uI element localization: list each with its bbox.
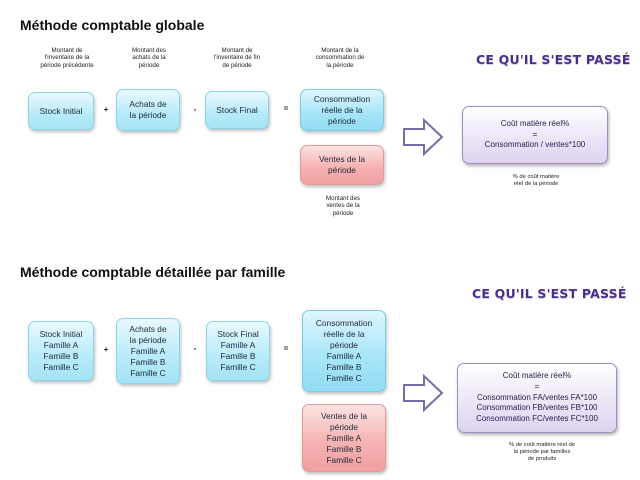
caption-line: l'inventaire de la [44, 54, 90, 62]
result-line: Coût matière réel% [500, 119, 570, 129]
note-line: réel de la période [513, 181, 559, 187]
result-line: = [532, 129, 538, 139]
note-line: % de coût matière [512, 174, 560, 180]
equals-operator: = [283, 104, 289, 113]
box-line: Famille B [130, 356, 166, 367]
caption-line: l'inventaire de fin [213, 54, 261, 62]
box-line: Stock Final [217, 329, 259, 339]
box-line: période [330, 340, 358, 350]
section1-title: Méthode comptable globale [20, 17, 205, 33]
box-line: Famille C [130, 367, 166, 378]
box-line: Achats de [129, 323, 167, 334]
caption-line: Montant des [131, 47, 167, 54]
box-achats-famille: Achats de la période Famille A Famille B… [116, 318, 180, 384]
box-line: Stock Initial [39, 329, 83, 339]
box-line: Famille B [220, 351, 256, 361]
caption-stock-final: Montant de l'inventaire de fin de périod… [200, 47, 274, 69]
box-line: la période [129, 334, 167, 345]
box-line: Famille C [326, 373, 362, 383]
caption-achats: Montant des achats de la période [116, 47, 182, 69]
right-arrow-icon [403, 374, 444, 412]
result-box: Coût matière réel% = Consommation / vent… [462, 106, 608, 164]
caption-stock-initial: Montant de l'inventaire de la période pr… [28, 47, 106, 69]
section2-title: Méthode comptable détaillée par famille [20, 264, 286, 280]
result-note: % de coût matière réel de la période [496, 174, 576, 188]
caption-line: Montant de [221, 47, 253, 54]
box-line: Famille A [130, 345, 166, 356]
caption-line: de période [222, 61, 252, 69]
caption-line: ventes de la [326, 202, 360, 210]
result-line: Consommation FA/ventes FA*100 [476, 392, 598, 402]
box-consommation-famille: Consommation réelle de la période Famill… [302, 310, 386, 392]
box-line: période [328, 115, 356, 126]
caption-consommation: Montant de la consommation de la période [300, 47, 380, 69]
result-line: Consommation / ventes*100 [484, 140, 586, 150]
box-consommation: Consommation réelle de la période [300, 89, 384, 131]
caption-ventes: Montant des ventes de la période [304, 195, 382, 217]
box-line: période [330, 421, 358, 432]
caption-line: Montant de la [321, 47, 359, 54]
result-line: Consommation FB/ventes FB*100 [476, 403, 598, 413]
box-line: Famille B [326, 443, 362, 454]
box-achats: Achats de la période [116, 89, 180, 131]
box-stock-initial-famille: Stock Initial Famille A Famille B Famill… [28, 321, 94, 381]
box-ventes: Ventes de la période [300, 145, 384, 185]
plus-operator: + [103, 345, 109, 354]
caption-line: Montant de [51, 47, 83, 54]
box-line: Achats de [129, 99, 167, 109]
note-line: % de coût matière réel de [508, 442, 576, 448]
box-line: Famille B [326, 362, 362, 372]
caption-line: achats de la [132, 54, 166, 62]
box-line: période [328, 165, 356, 175]
box-stock-initial: Stock Initial [28, 92, 94, 130]
box-line: Stock Initial [39, 105, 83, 116]
caption-line: Montant des [325, 195, 361, 202]
section2-heading: CE QU'IL S'EST PASSÉ [472, 286, 627, 301]
box-line: Famille A [326, 432, 362, 443]
caption-line: période précédente [40, 61, 94, 69]
note-line: la période par familles [513, 449, 571, 455]
result-line: Consommation FC/ventes FC*100 [476, 414, 598, 424]
box-stock-final-famille: Stock Final Famille A Famille B Famille … [206, 321, 270, 381]
caption-line: la période [326, 61, 354, 69]
caption-line: période [332, 209, 354, 217]
box-line: Consommation [313, 93, 371, 104]
box-stock-final: Stock Final [205, 91, 269, 129]
box-line: Famille C [220, 362, 256, 372]
box-line: la période [129, 110, 167, 120]
box-line: réelle de la [321, 104, 363, 115]
right-arrow-icon [403, 118, 444, 156]
result-line: = [534, 381, 540, 391]
section1-heading: CE QU'IL S'EST PASSÉ [476, 52, 631, 67]
equals-operator: = [283, 344, 289, 353]
result-box-famille: Coût matière réel% = Consommation FA/ven… [457, 363, 617, 433]
result-note-famille: % de coût matière réel de la période par… [494, 442, 590, 463]
box-line: Famille C [326, 454, 362, 465]
caption-line: consommation de [315, 54, 365, 62]
note-line: de produits [527, 456, 557, 462]
box-line: Stock Final [216, 104, 258, 115]
box-line: Ventes de la [318, 154, 366, 164]
box-line: Famille A [43, 340, 79, 350]
box-line: Famille A [220, 340, 256, 350]
caption-line: période [138, 61, 160, 69]
box-line: Consommation [315, 318, 373, 328]
box-line: Famille A [326, 351, 362, 361]
minus-operator: - [193, 344, 197, 353]
box-ventes-famille: Ventes de la période Famille A Famille B… [302, 404, 386, 472]
result-line: Coût matière réel% [502, 371, 572, 380]
box-line: Ventes de la [320, 410, 368, 421]
box-line: Famille C [43, 362, 79, 372]
plus-operator: + [103, 105, 109, 114]
box-line: Famille B [43, 351, 79, 361]
box-line: réelle de la [323, 329, 365, 339]
minus-operator: - [193, 105, 197, 114]
